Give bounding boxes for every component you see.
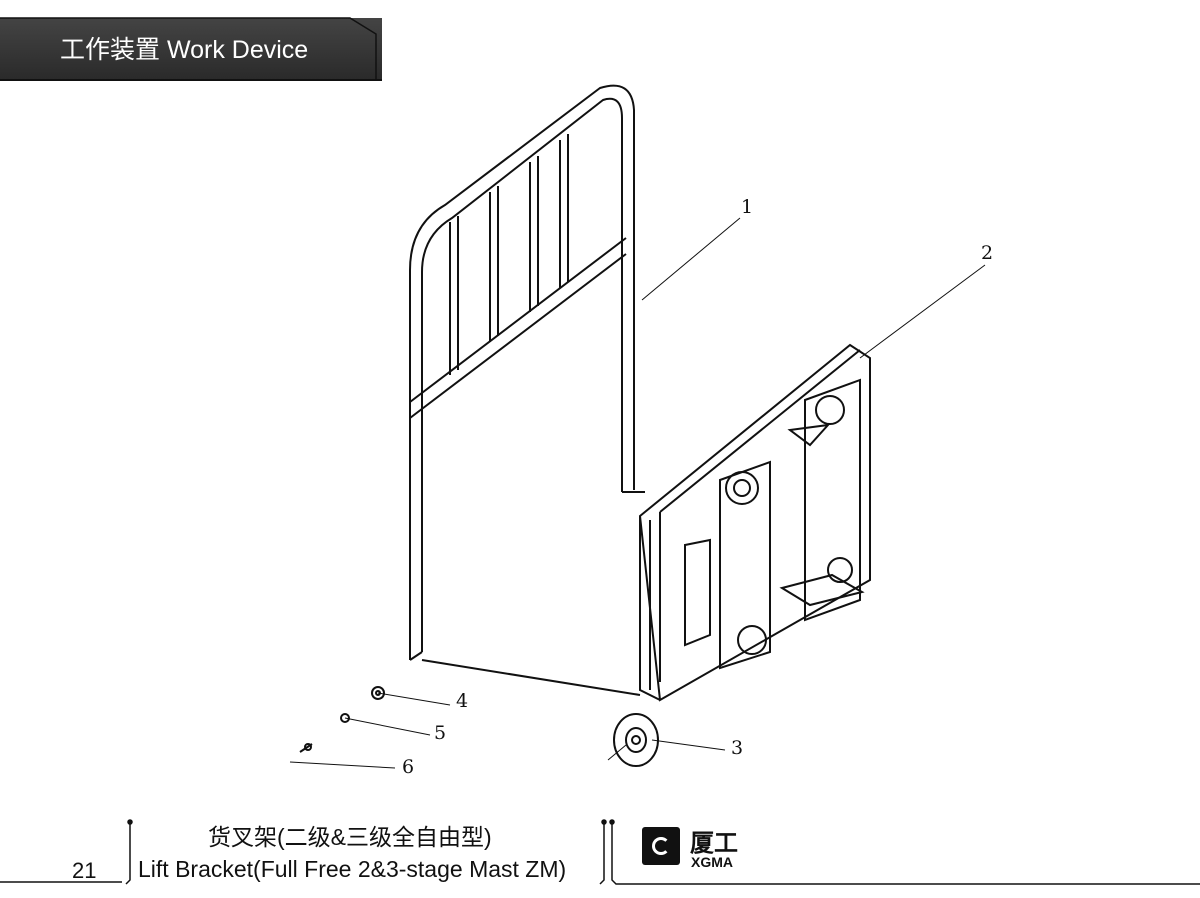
- load-backrest: [409, 84, 645, 661]
- callout-4: 4: [456, 690, 469, 712]
- guide-roller: [613, 713, 659, 767]
- brand-name-english: XGMA: [691, 854, 733, 870]
- title-chinese: 货叉架(二级&三级全自由型): [208, 824, 492, 850]
- callout-2: 2: [981, 242, 994, 264]
- title-english: Lift Bracket(Full Free 2&3-stage Mast ZM…: [138, 856, 567, 882]
- section-header-bar: [0, 18, 382, 80]
- callout-1: 1: [741, 196, 754, 218]
- carriage: [638, 343, 871, 702]
- section-title: 工作装置 Work Device: [60, 36, 309, 64]
- xgma-logo-icon: [642, 827, 680, 865]
- callout-6: 6: [402, 756, 415, 778]
- footer-lines: [0, 819, 1200, 885]
- brand-name-chinese: 厦工: [690, 830, 738, 857]
- small-parts: [299, 686, 385, 753]
- page-number: 21: [72, 858, 97, 883]
- callout-3: 3: [731, 737, 744, 759]
- leader-lines: [289, 217, 986, 769]
- callout-5: 5: [434, 722, 447, 744]
